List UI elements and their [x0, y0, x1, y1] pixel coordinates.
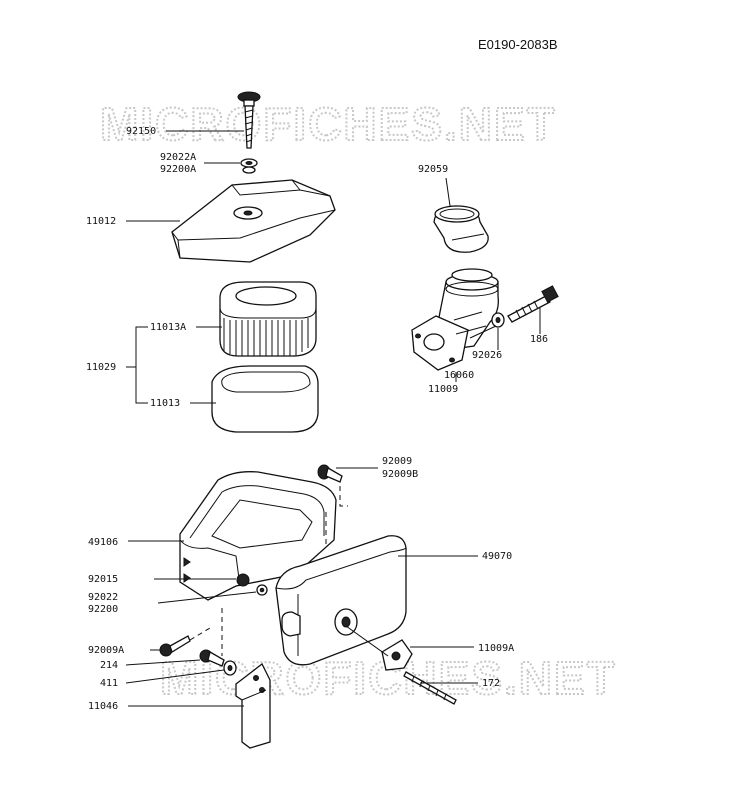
elbow-11009: [411, 268, 499, 371]
washer-411: [223, 660, 237, 676]
label-186: 186: [530, 334, 548, 345]
label-11009A: 11009A: [478, 643, 514, 654]
label-92022: 92022: [88, 592, 118, 603]
label-11012: 11012: [86, 216, 116, 227]
washer-92022: [256, 584, 268, 596]
watermark-top: MICROFICHES.NET: [100, 98, 557, 150]
washer-92026: [491, 312, 505, 328]
label-92150: 92150: [126, 126, 156, 137]
label-11029: 11029: [86, 362, 116, 373]
washer-92022A: [240, 158, 258, 174]
nut-92015: [236, 573, 250, 587]
label-92009A: 92009A: [88, 645, 124, 656]
stud-172: [345, 625, 457, 705]
label-92026: 92026: [472, 350, 502, 361]
label-92022A: 92022A: [160, 152, 196, 163]
label-92059: 92059: [418, 164, 448, 175]
diagram-code: E0190-2083B: [478, 37, 558, 52]
muffler-49070: [275, 535, 407, 666]
label-49070: 49070: [482, 551, 512, 562]
element-11013A: [219, 281, 317, 357]
label-11013: 11013: [150, 398, 180, 409]
bolt-186: [507, 285, 559, 323]
label-11013A: 11013A: [150, 322, 186, 333]
label-92015: 92015: [88, 574, 118, 585]
screw-92009: [317, 464, 343, 483]
label-11009: 11009: [428, 384, 458, 395]
cover-11012: [171, 179, 336, 263]
bolt-92150: [237, 91, 261, 149]
label-16060: 16060: [444, 370, 474, 381]
label-92009: 92009: [382, 456, 412, 467]
gasket-92059: [433, 205, 489, 253]
label-49106: 49106: [88, 537, 118, 548]
label-11046: 11046: [88, 701, 118, 712]
bolt-214: [199, 649, 225, 667]
label-172: 172: [482, 678, 500, 689]
label-214: 214: [100, 660, 118, 671]
bracket-11046: [235, 663, 271, 749]
label-92009B: 92009B: [382, 469, 418, 480]
label-92200: 92200: [88, 604, 118, 615]
prefilter-11013: [211, 365, 319, 433]
label-411: 411: [100, 678, 118, 689]
label-92200A: 92200A: [160, 164, 196, 175]
bracket-11029: [135, 326, 148, 404]
gasket-11009A: [381, 639, 413, 671]
